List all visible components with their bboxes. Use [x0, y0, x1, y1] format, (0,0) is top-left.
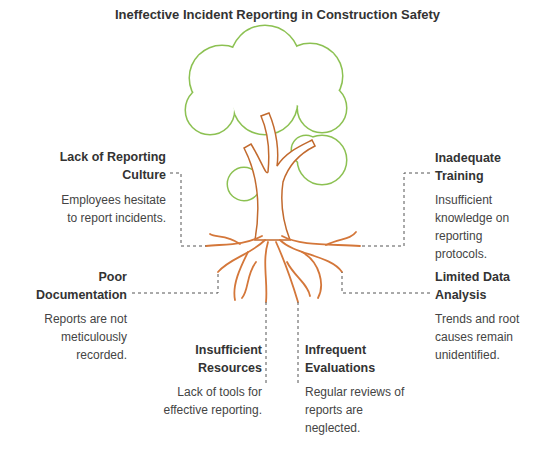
leaf-fill — [186, 86, 234, 134]
leader-lines — [132, 173, 430, 386]
root — [302, 252, 321, 298]
cause-description: Insufficient knowledge on reporting prot… — [435, 191, 525, 263]
root — [234, 252, 248, 300]
leaf-clump — [298, 84, 346, 132]
root — [326, 232, 356, 245]
leader-line — [360, 173, 430, 246]
leader-line — [266, 302, 267, 386]
cause-description: Employees hesitate to report incidents. — [58, 191, 166, 227]
cause-heading: Infrequent Evaluations — [305, 341, 415, 377]
root — [265, 242, 268, 302]
leader-line — [298, 302, 299, 386]
cause-heading: Poor Documentation — [27, 268, 127, 304]
cause-heading: Insufficient Resources — [162, 341, 262, 377]
root — [210, 234, 240, 244]
leaf-fill — [298, 84, 346, 132]
root — [287, 262, 310, 296]
cause-description: Regular reviews of reports are neglected… — [305, 383, 415, 437]
cause-description: Lack of tools for effective reporting. — [162, 383, 262, 419]
tree-trunk — [244, 113, 315, 240]
leader-line — [132, 272, 218, 293]
root — [242, 262, 256, 298]
cause-heading: Inadequate Training — [435, 149, 545, 185]
cause-description: Trends and root causes remain unidentifi… — [435, 310, 535, 364]
tree-roots — [206, 232, 360, 302]
cause-heading: Limited Data Analysis — [435, 268, 535, 304]
leader-line — [170, 173, 206, 246]
cause-heading: Lack of Reporting Culture — [41, 148, 166, 184]
diagram-title: Ineffective Incident Reporting in Constr… — [0, 7, 555, 23]
leaf-clump — [186, 86, 234, 134]
cause-description: Reports are not meticulously recorded. — [27, 310, 127, 364]
leader-line — [342, 272, 430, 293]
